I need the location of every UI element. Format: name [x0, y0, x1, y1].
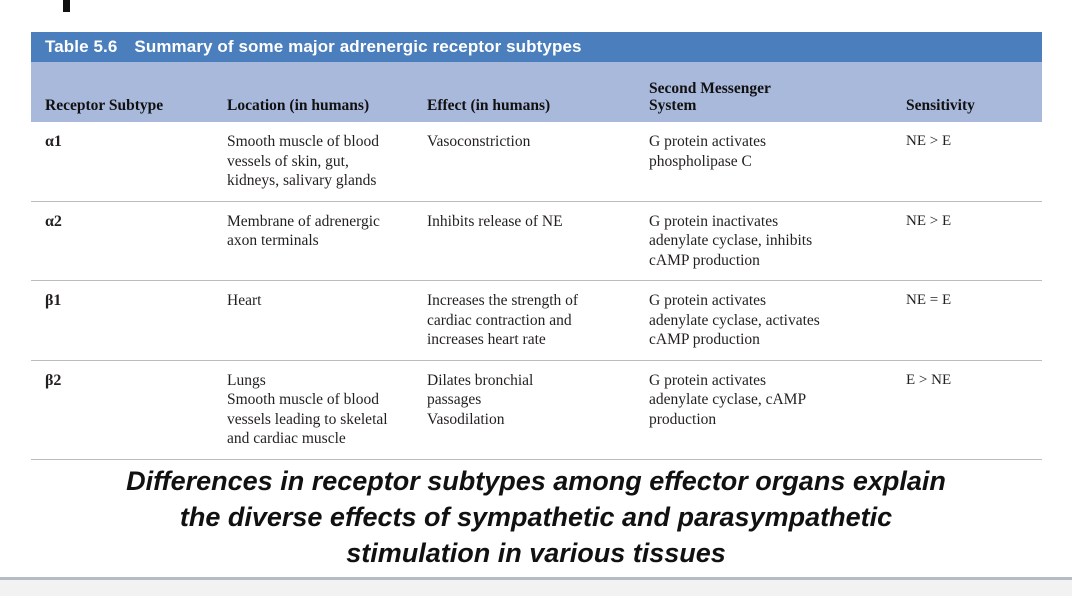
- cell-effect: Dilates bronchial passages Vasodilation: [427, 360, 649, 460]
- cell-sensitivity: NE > E: [896, 201, 1042, 281]
- footer-divider: [0, 577, 1072, 580]
- cell-line: adenylate cyclase, cAMP: [649, 391, 807, 408]
- cell-line: phospholipase C: [649, 152, 752, 170]
- footer-band: [0, 580, 1072, 596]
- cell-second-messenger: G protein activates phospholipase C: [649, 122, 896, 202]
- table: Receptor Subtype Location (in humans) Ef…: [31, 62, 1042, 460]
- cell-line: and cardiac muscle: [227, 430, 346, 447]
- table-row: α2 Membrane of adrenergic axon terminals…: [31, 201, 1042, 281]
- table-title: Summary of some major adrenergic recepto…: [134, 37, 582, 56]
- cell-second-messenger: G protein inactivates adenylate cyclase,…: [649, 201, 896, 281]
- cell-effect: Inhibits release of NE: [427, 201, 649, 281]
- cell-line: G protein inactivates: [649, 212, 779, 230]
- table-number: Table 5.6: [45, 37, 118, 56]
- cell-line: production: [649, 410, 717, 428]
- slide-caption: Differences in receptor subtypes among e…: [76, 463, 996, 571]
- cell-second-messenger: G protein activates adenylate cyclase, a…: [649, 280, 896, 361]
- cell-line: cAMP production: [649, 251, 760, 269]
- cell-location: Lungs Smooth muscle of blood vessels lea…: [227, 360, 427, 460]
- cell-line: Vasoconstriction: [427, 133, 531, 150]
- cell-line: Smooth muscle of blood: [227, 133, 379, 150]
- cell-line: Heart: [227, 292, 262, 309]
- cell-line: increases heart rate: [427, 331, 546, 348]
- cell-line: axon terminals: [227, 232, 319, 249]
- caption-line-1: Differences in receptor subtypes among e…: [126, 466, 946, 496]
- cell-second-messenger: G protein activates adenylate cyclase, c…: [649, 360, 896, 460]
- table-title-bar: Table 5.6 Summary of some major adrenergi…: [31, 32, 1042, 62]
- cell-sensitivity: NE = E: [896, 280, 1042, 361]
- cell-sensitivity: E > NE: [896, 360, 1042, 460]
- table-row: β1 Heart Increases the strength of cardi…: [31, 280, 1042, 361]
- cell-line: Membrane of adrenergic: [227, 212, 380, 230]
- cell-line: adenylate cyclase, inhibits: [649, 232, 813, 249]
- cell-subtype: α1: [31, 122, 227, 202]
- cell-line: Smooth muscle of blood: [227, 391, 379, 408]
- column-header-line-1: Second Messenger: [649, 80, 771, 97]
- caption-line-3: stimulation in various tissues: [346, 538, 726, 568]
- column-header-line-2: System: [649, 97, 697, 114]
- table-head: Receptor Subtype Location (in humans) Ef…: [31, 62, 1042, 122]
- table-row: β2 Lungs Smooth muscle of blood vessels …: [31, 360, 1042, 460]
- column-header-second-messenger-system: Second Messenger System: [649, 62, 896, 122]
- cell-line: G protein activates: [649, 371, 767, 389]
- cell-line: cAMP production: [649, 331, 760, 348]
- cell-location: Smooth muscle of blood vessels of skin, …: [227, 122, 427, 202]
- cell-line: vessels of skin, gut,: [227, 152, 349, 170]
- column-header-sensitivity: Sensitivity: [896, 62, 1042, 122]
- table-body: α1 Smooth muscle of blood vessels of ski…: [31, 122, 1042, 460]
- table-header-row: Receptor Subtype Location (in humans) Ef…: [31, 62, 1042, 122]
- cell-subtype: α2: [31, 201, 227, 281]
- adrenergic-receptor-table: Table 5.6 Summary of some major adrenergi…: [31, 32, 1042, 460]
- table-row: α1 Smooth muscle of blood vessels of ski…: [31, 122, 1042, 202]
- cell-line: adenylate cyclase, activates: [649, 311, 820, 329]
- cell-line: Lungs: [227, 371, 266, 389]
- cell-sensitivity: NE > E: [896, 122, 1042, 202]
- cell-line: G protein activates: [649, 292, 767, 309]
- cell-effect: Increases the strength of cardiac contra…: [427, 280, 649, 361]
- cell-line: passages: [427, 391, 482, 408]
- cell-line: Increases the strength of: [427, 292, 579, 309]
- cropped-text-fragment: [63, 0, 70, 12]
- cell-line: Inhibits release of NE: [427, 212, 563, 230]
- cell-line: cardiac contraction and: [427, 311, 572, 329]
- column-header-location: Location (in humans): [227, 62, 427, 122]
- cell-line: G protein activates: [649, 133, 767, 150]
- column-header-receptor-subtype: Receptor Subtype: [31, 62, 227, 122]
- cell-line: vessels leading to skeletal: [227, 410, 388, 428]
- cell-line: kidneys, salivary glands: [227, 172, 377, 189]
- caption-line-2: the diverse effects of sympathetic and p…: [179, 502, 893, 532]
- cell-line: Vasodilation: [427, 410, 505, 428]
- cell-line: Dilates bronchial: [427, 371, 534, 389]
- cell-subtype: β1: [31, 280, 227, 361]
- cell-location: Membrane of adrenergic axon terminals: [227, 201, 427, 281]
- cell-subtype: β2: [31, 360, 227, 460]
- cell-location: Heart: [227, 280, 427, 361]
- column-header-effect: Effect (in humans): [427, 62, 649, 122]
- cell-effect: Vasoconstriction: [427, 122, 649, 202]
